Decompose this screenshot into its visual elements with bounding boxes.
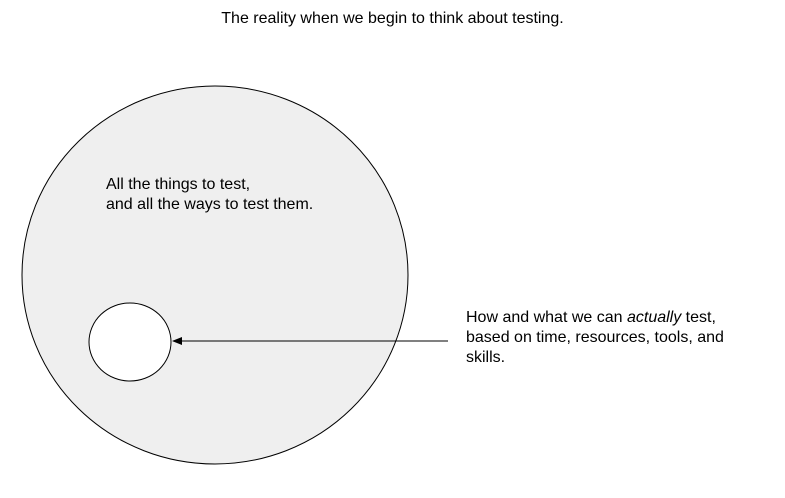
- actual-testing-label-line-1-end: test,: [681, 309, 716, 326]
- actual-testing-label-line-3: skills.: [466, 349, 506, 366]
- actual-testing-label-line-1: How and what we can actually test,: [466, 308, 724, 328]
- actual-testing-label-line-2: based on time, resources, tools, and: [466, 329, 724, 346]
- all-testing-circle: [21, 85, 409, 465]
- actual-testing-label-line-1-start: How and what we can: [466, 309, 627, 326]
- all-testing-label-line-2: and all the ways to test them.: [106, 196, 314, 213]
- all-testing-label: All the things to test, and all the ways…: [106, 175, 313, 215]
- actual-testing-label-emphasis: actually: [626, 309, 682, 326]
- diagram-title: The reality when we begin to think about…: [221, 10, 564, 27]
- actual-testing-circle: [88, 302, 172, 382]
- actual-testing-label: How and what we can actually test, based…: [466, 308, 724, 368]
- all-testing-label-line-1: All the things to test,: [106, 176, 251, 193]
